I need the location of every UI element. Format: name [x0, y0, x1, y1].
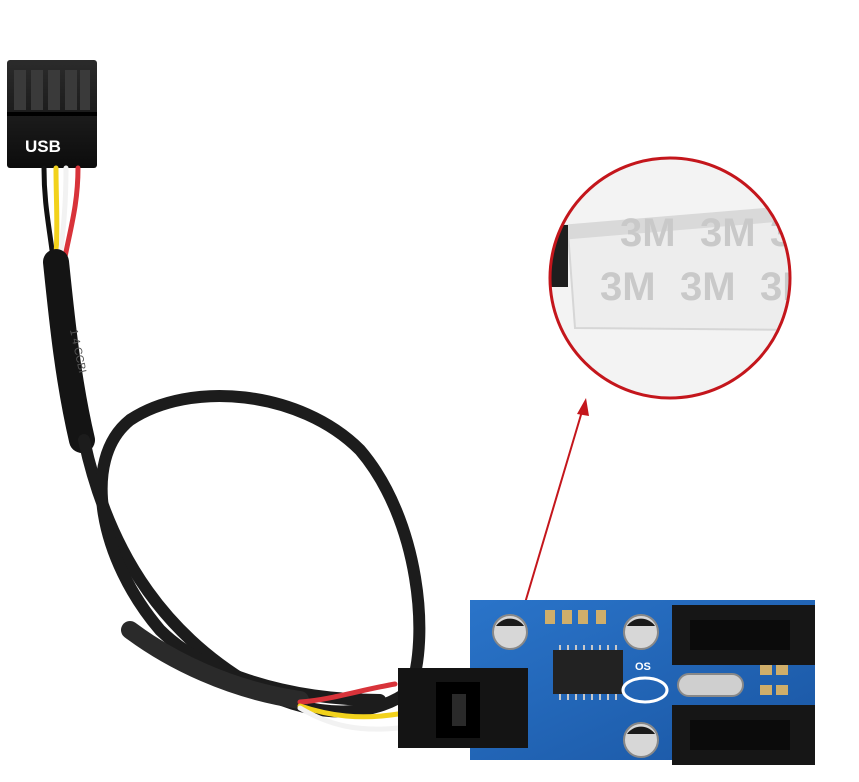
black-cable-loop: [78, 390, 426, 718]
tape-brand-text: 3M: [680, 265, 736, 309]
connector-pin-holes: [14, 70, 90, 110]
cable-heatshrink: [43, 249, 95, 453]
usb-connector-label: USB: [25, 137, 61, 156]
tape-brand-text: 3M: [600, 265, 656, 309]
output-header-bottom: [672, 705, 815, 765]
board-logo: [621, 676, 669, 704]
tape-brand-text: 3M: [770, 211, 826, 255]
top-wires: [41, 165, 81, 265]
output-header-top: [672, 605, 815, 665]
input-header: [398, 668, 528, 748]
callout-arrow: [524, 398, 589, 604]
hub-chip: [553, 645, 623, 700]
bottom-wires: [297, 681, 401, 732]
tape-brand-text: 3M: [620, 211, 676, 255]
smd-components: [545, 610, 788, 695]
crystal-oscillator: [677, 673, 744, 697]
usb-splitter-board: OS: [398, 600, 815, 765]
tape-brand-text: 3M: [700, 211, 756, 255]
tape-brand-text: 3M: [760, 265, 816, 309]
tape-callout: 3M 3M 3M 3M 3M 3M: [548, 156, 826, 400]
usb-header-connector: USB: [7, 60, 97, 168]
board-mark-text: OS: [635, 661, 651, 673]
capacitors: [492, 614, 659, 758]
